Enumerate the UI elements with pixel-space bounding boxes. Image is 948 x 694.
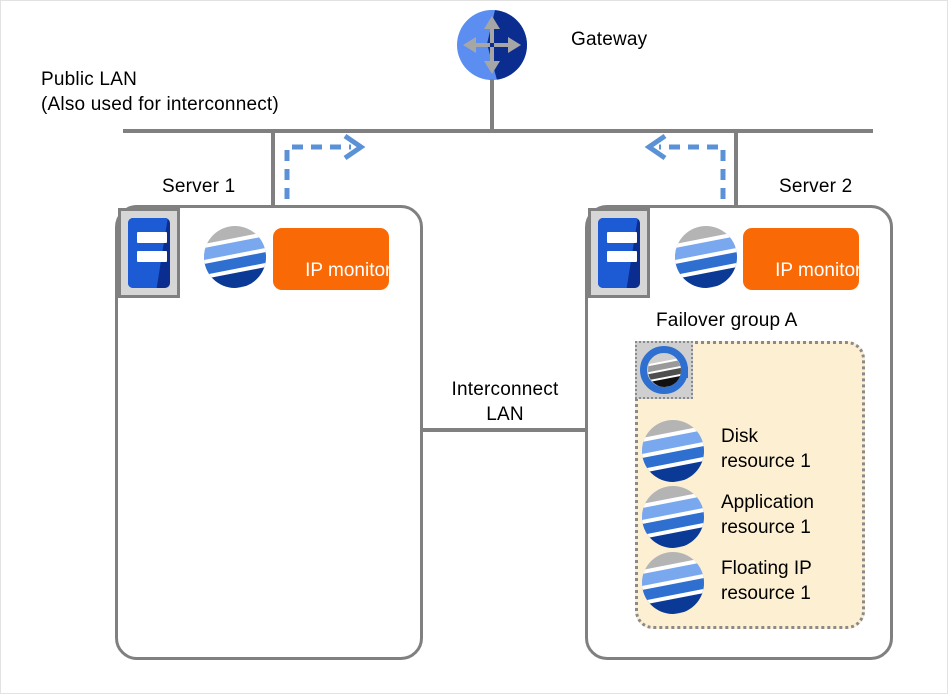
application-resource-line2: resource 1 xyxy=(721,517,811,538)
interconnect-lan-line xyxy=(422,428,588,432)
server-1-label: Server 1 xyxy=(162,176,236,197)
public-lan-bus-line xyxy=(123,129,873,133)
server-2-ip-monitor-globe-icon xyxy=(675,226,737,288)
router-icon xyxy=(457,10,527,80)
server-1-ip-monitor-globe-icon xyxy=(204,226,266,288)
server-1-lan-drop-line xyxy=(271,129,275,207)
floating-ip-resource-line1: Floating IP xyxy=(721,558,812,579)
public-lan-label-line2: (Also used for interconnect) xyxy=(41,94,279,115)
server-2-machine-icon xyxy=(588,208,650,298)
floating-ip-resource-line2: resource 1 xyxy=(721,583,811,604)
server-2-lan-drop-line xyxy=(734,129,738,207)
floating-ip-resource-globe-icon xyxy=(642,552,704,614)
server-2-ip-monitor-resource[interactable]: IP monitor resource 1 xyxy=(743,228,865,331)
server-1-ip-monitor-line1: IP monitor xyxy=(305,260,392,281)
flow-arrow-server-2 xyxy=(631,133,731,208)
failover-group-icon xyxy=(635,341,693,399)
public-lan-label-line1: Public LAN xyxy=(41,69,137,90)
gateway-drop-line xyxy=(490,79,494,132)
gateway-label: Gateway xyxy=(571,29,648,50)
disk-resource-globe-icon xyxy=(642,420,704,482)
server-1-ip-monitor-resource[interactable]: IP monitor resource 1 xyxy=(273,228,395,331)
interconnect-lan-label-line1: Interconnect xyxy=(451,379,559,400)
application-resource-line1: Application xyxy=(721,492,814,513)
disk-resource-line1: Disk xyxy=(721,426,758,447)
server-1-machine-icon xyxy=(118,208,180,298)
failover-group-label: Failover group A xyxy=(656,310,798,331)
interconnect-lan-label-line2: LAN xyxy=(486,404,524,425)
server-2-ip-monitor-line2: resource 1 xyxy=(775,310,865,331)
flow-arrow-server-1 xyxy=(279,133,379,208)
server-2-label: Server 2 xyxy=(779,176,853,197)
server-2-ip-monitor-line1: IP monitor xyxy=(775,260,862,281)
disk-resource-line2: resource 1 xyxy=(721,451,811,472)
application-resource-globe-icon xyxy=(642,486,704,548)
server-1-ip-monitor-line2: resource 1 xyxy=(305,310,395,331)
